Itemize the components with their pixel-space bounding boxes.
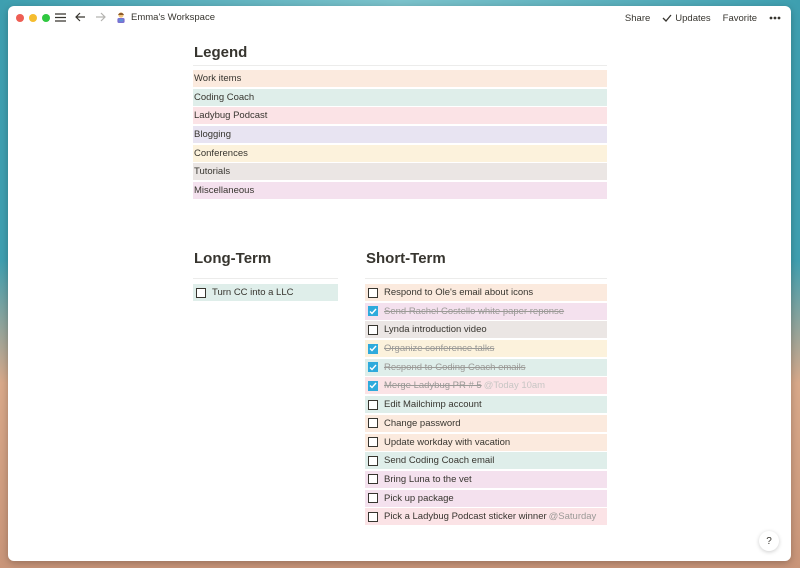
todo-item: Organize conference talks xyxy=(365,340,607,358)
minimize-window-button[interactable] xyxy=(29,14,37,22)
todo-text[interactable]: Send Rachel Costello white paper reponse xyxy=(384,305,565,317)
share-button[interactable]: Share xyxy=(625,13,650,24)
legend-item-label: Tutorials xyxy=(194,166,231,178)
todo-item: Merge Ladybug PR # 5@Today 10am xyxy=(365,377,607,395)
todo-text[interactable]: Organize conference talks xyxy=(384,343,495,355)
workspace-name: Emma's Workspace xyxy=(131,11,215,23)
todo-text[interactable]: Merge Ladybug PR # 5 xyxy=(384,380,482,392)
window-controls xyxy=(16,14,50,22)
workspace-breadcrumb[interactable]: Emma's Workspace xyxy=(115,11,215,23)
legend-item-label: Miscellaneous xyxy=(194,185,255,197)
legend-heading: Legend xyxy=(194,44,248,61)
unchecked-checkbox[interactable] xyxy=(368,455,378,466)
updates-button[interactable]: Updates xyxy=(662,12,711,24)
help-label: ? xyxy=(766,535,772,547)
short-term-divider xyxy=(365,278,607,279)
unchecked-checkbox[interactable] xyxy=(368,399,378,410)
checked-checkbox[interactable] xyxy=(368,343,378,354)
help-button[interactable]: ? xyxy=(759,531,779,551)
forward-arrow-icon[interactable] xyxy=(93,10,107,24)
unchecked-checkbox[interactable] xyxy=(368,418,378,429)
todo-text[interactable]: Update workday with vacation xyxy=(384,436,511,448)
legend-item: Ladybug Podcast xyxy=(193,107,607,125)
title-bar-left: Emma's Workspace xyxy=(53,10,215,24)
unchecked-checkbox[interactable] xyxy=(368,511,378,522)
todo-item: Lynda introduction video xyxy=(365,321,607,339)
hamburger-icon[interactable] xyxy=(53,10,67,24)
short-term-heading: Short-Term xyxy=(366,250,446,267)
todo-text[interactable]: Bring Luna to the vet xyxy=(384,473,472,485)
more-options-button[interactable] xyxy=(769,16,781,20)
app-window: Emma's Workspace Share Updates Favorite … xyxy=(8,6,791,561)
todo-text[interactable]: Send Coding Coach email xyxy=(384,455,495,467)
close-window-button[interactable] xyxy=(16,14,24,22)
long-term-list: Turn CC into a LLC xyxy=(193,284,338,303)
todo-item: Send Coding Coach email xyxy=(365,452,607,470)
back-arrow-icon[interactable] xyxy=(73,10,87,24)
title-bar: Emma's Workspace Share Updates Favorite xyxy=(8,6,791,30)
unchecked-checkbox[interactable] xyxy=(368,324,378,335)
todo-text[interactable]: Pick up package xyxy=(384,492,454,504)
todo-item: Respond to Coding Coach emails xyxy=(365,358,607,376)
legend-item-label: Coding Coach xyxy=(194,91,255,103)
updates-label: Updates xyxy=(675,12,711,24)
legend-item: Coding Coach xyxy=(193,88,607,106)
todo-text[interactable]: Lynda introduction video xyxy=(384,324,487,336)
legend-item: Work items xyxy=(193,70,607,87)
checked-checkbox[interactable] xyxy=(368,306,378,317)
todo-item: Respond to Ole's email about icons xyxy=(365,284,607,301)
date-mention[interactable]: @Saturday xyxy=(548,511,597,523)
title-bar-right: Share Updates Favorite xyxy=(625,10,781,26)
todo-text[interactable]: Change password xyxy=(384,417,461,429)
todo-text[interactable]: Respond to Ole's email about icons xyxy=(384,287,534,298)
favorite-button[interactable]: Favorite xyxy=(723,13,757,24)
date-mention[interactable]: @Today 10am xyxy=(483,380,546,392)
checkmark-icon xyxy=(369,364,377,371)
todo-item: Bring Luna to the vet xyxy=(365,470,607,488)
legend-item: Miscellaneous xyxy=(193,182,607,200)
legend-item: Tutorials xyxy=(193,163,607,181)
share-label: Share xyxy=(624,12,651,24)
todo-item: Change password xyxy=(365,414,607,432)
checked-checkbox[interactable] xyxy=(368,362,378,373)
legend-item: Blogging xyxy=(193,126,607,144)
legend-item: Conferences xyxy=(193,144,607,162)
long-term-divider xyxy=(193,278,338,279)
unchecked-checkbox[interactable] xyxy=(368,474,378,485)
legend-item-label: Blogging xyxy=(194,129,231,141)
todo-text[interactable]: Respond to Coding Coach emails xyxy=(384,361,526,373)
workspace-emoji-icon xyxy=(115,11,127,23)
todo-item: Pick up package xyxy=(365,489,607,507)
checkmark-icon xyxy=(369,308,377,315)
todo-item: Send Rachel Costello white paper reponse xyxy=(365,302,607,320)
todo-text[interactable]: Pick a Ladybug Podcast sticker winner xyxy=(384,511,547,523)
todo-text[interactable]: Turn CC into a LLC xyxy=(212,287,294,298)
legend-divider xyxy=(193,65,607,66)
unchecked-checkbox[interactable] xyxy=(368,287,378,298)
long-term-heading: Long-Term xyxy=(194,250,272,267)
checkmark-icon xyxy=(662,14,672,22)
ellipsis-icon xyxy=(769,16,781,20)
unchecked-checkbox[interactable] xyxy=(368,437,378,447)
todo-item: Update workday with vacation xyxy=(365,433,607,451)
checkmark-icon xyxy=(369,382,377,389)
legend-item-label: Work items xyxy=(194,73,242,84)
todo-item: Turn CC into a LLC xyxy=(193,284,338,301)
legend-item-label: Conferences xyxy=(194,147,248,159)
checked-checkbox[interactable] xyxy=(368,380,378,391)
todo-item: Edit Mailchimp account xyxy=(365,396,607,414)
checkmark-icon xyxy=(369,345,377,352)
todo-text[interactable]: Edit Mailchimp account xyxy=(384,399,482,411)
unchecked-checkbox[interactable] xyxy=(196,287,206,298)
favorite-label: Favorite xyxy=(722,12,757,24)
legend-item-label: Ladybug Podcast xyxy=(194,110,268,122)
zoom-window-button[interactable] xyxy=(42,14,50,22)
todo-item: Pick a Ladybug Podcast sticker winner@Sa… xyxy=(365,508,607,526)
unchecked-checkbox[interactable] xyxy=(368,493,378,504)
